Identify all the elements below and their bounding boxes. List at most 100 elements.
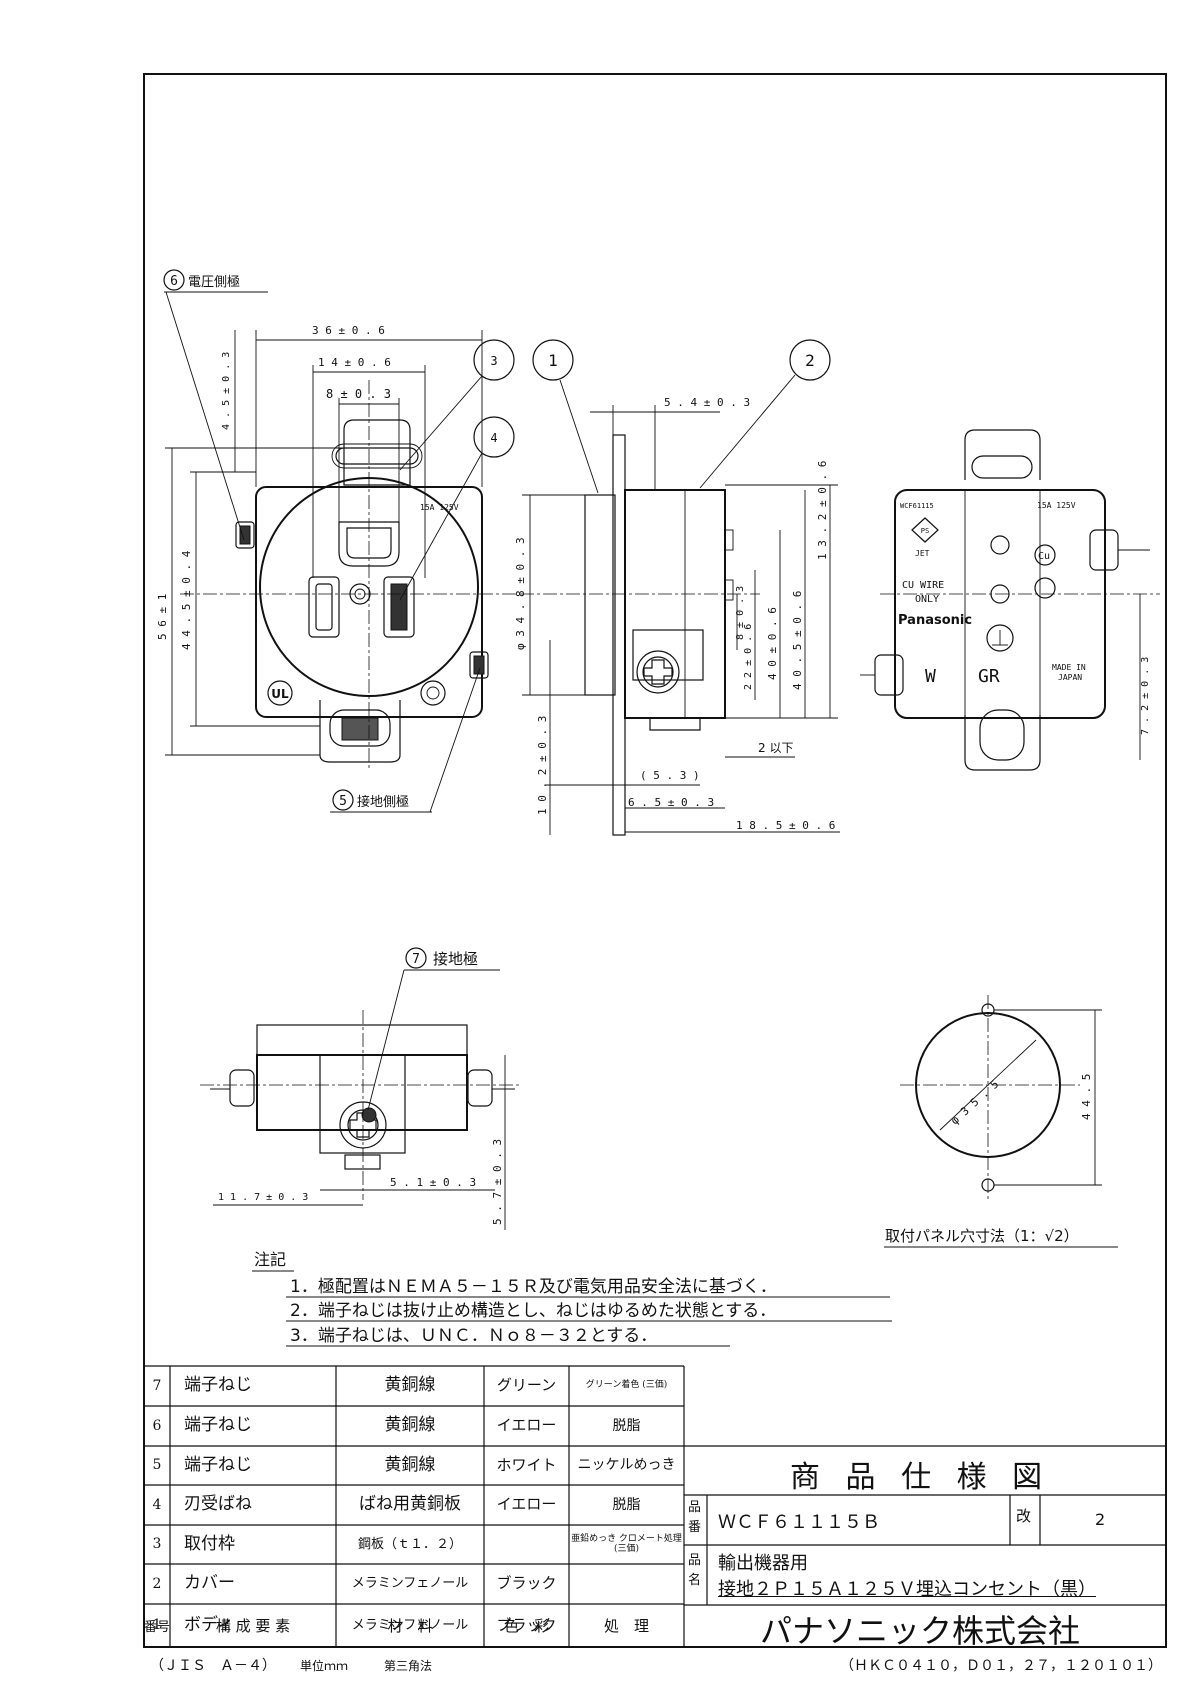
name-line2: 接地２Ｐ１５Ａ１２５Ｖ埋込コンセント（黒） bbox=[718, 1579, 1096, 1600]
gr-mark: GR bbox=[978, 666, 1000, 687]
notes-heading: 注記 bbox=[254, 1250, 286, 1269]
dim-53: ( 5 . 3 ) bbox=[640, 769, 700, 782]
back-view: Cu WCF61115 15A 125V PS JET CU WIRE ONLY… bbox=[860, 429, 1160, 771]
rev-label: 改 bbox=[1016, 1507, 1032, 1525]
callout-1: 1 bbox=[548, 351, 558, 370]
note-1: 1．極配置はＮＥＭＡ５－１５Ｒ及び電気用品安全法に基づく． bbox=[290, 1277, 777, 1297]
parts-header-3: 色 彩 bbox=[503, 1617, 549, 1635]
dim-51: 5 . 1 ± 0 . 3 bbox=[390, 1176, 476, 1189]
parts-table-grid bbox=[144, 1365, 1166, 1647]
parts-cell-color: ブラック bbox=[496, 1574, 557, 1593]
parts-cell-color bbox=[484, 1525, 569, 1564]
part-no-label: 品番 bbox=[688, 1500, 702, 1535]
parts-cell-material: メラミンフェノール bbox=[351, 1576, 469, 1592]
company-name: パナソニック株式会社 bbox=[760, 1612, 1081, 1650]
parts-cell-finish: ニッケルめっき bbox=[577, 1457, 676, 1474]
parts-cell-color: イエロー bbox=[496, 1416, 557, 1435]
parts-cell-color: イエロー bbox=[496, 1495, 557, 1514]
parts-cell-no: 6 bbox=[152, 1417, 162, 1434]
callout-7-label: 接地極 bbox=[433, 950, 478, 968]
footer-unit: 単位ｍｍ bbox=[300, 1659, 349, 1673]
side-view: 5 . 4 ± 0 . 3 φ 3 4 . 8 ± 0 . 3 1 3 . 2 … bbox=[514, 339, 840, 836]
dim-40: 4 0 ± 0 . 6 bbox=[766, 607, 779, 680]
parts-cell-part: カバー bbox=[184, 1573, 235, 1594]
name-label: 品名 bbox=[688, 1553, 702, 1588]
parts-header-1: 構 成 要 素 bbox=[215, 1617, 291, 1635]
dim-72: 7 . 2 ± 0 . 3 bbox=[1140, 657, 1151, 735]
parts-cell-material: 鋼板（ｔ１．２） bbox=[357, 1536, 462, 1552]
back-rating: 15A 125V bbox=[1037, 501, 1076, 510]
dim-65: 6 . 5 ± 0 . 3 bbox=[628, 796, 714, 809]
footer-right: （ＨＫＣ０４１０，Ｄ０１，２７，１２０１０１） bbox=[840, 1658, 1162, 1674]
parts-cell-color: グリーン bbox=[496, 1376, 557, 1395]
parts-cell-no: 4 bbox=[152, 1496, 162, 1513]
dim-8: 8 ± 0 . 3 bbox=[326, 387, 391, 401]
back-model-small: WCF61115 bbox=[900, 502, 934, 510]
ul-mark: UL bbox=[271, 687, 289, 701]
parts-cell-material: 黄銅線 bbox=[384, 1454, 436, 1475]
parts-cell-finish: 脱脂 bbox=[612, 1417, 641, 1434]
dim-57: 5 . 7 ± 0 . 3 bbox=[491, 1139, 504, 1225]
parts-header-0: 番号 bbox=[144, 1620, 171, 1635]
cu-wire-text: CU WIRE bbox=[902, 580, 944, 591]
parts-cell-part: 取付枠 bbox=[184, 1533, 235, 1554]
dim-36: 3 6 ± 0 . 6 bbox=[312, 324, 385, 337]
parts-cell-material: メラミンフェノール bbox=[351, 1617, 469, 1633]
jet-mark: JET bbox=[915, 549, 930, 558]
footer-method: 第三角法 bbox=[384, 1659, 433, 1673]
dim-56: 5 6 ± 1 bbox=[156, 594, 169, 640]
japan-text: JAPAN bbox=[1058, 673, 1082, 682]
sheet-border bbox=[143, 73, 1167, 1648]
dim-8b: 8 ± 0 . 3 bbox=[735, 586, 746, 640]
parts-cell-finish: 脱脂 bbox=[612, 1496, 641, 1513]
parts-cell-part: 端子ねじ bbox=[184, 1375, 252, 1396]
callout-5-num: 5 bbox=[339, 794, 347, 809]
bottom-view: 1 1 . 7 ± 0 . 3 5 . 1 ± 0 . 3 5 . 7 ± 0 … bbox=[200, 947, 520, 1230]
parts-cell-material: 黄銅線 bbox=[384, 1375, 436, 1396]
dim-185: 1 8 . 5 ± 0 . 6 bbox=[736, 819, 835, 832]
cu-mark: Cu bbox=[1038, 551, 1050, 562]
dim-445b: 4 4 . 5 bbox=[1080, 1074, 1093, 1120]
parts-header-4: 処 理 bbox=[603, 1617, 649, 1635]
parts-cell-no: 3 bbox=[152, 1536, 162, 1553]
parts-cell-material: 黄銅線 bbox=[384, 1415, 436, 1436]
callout-6-label: 電圧側極 bbox=[188, 274, 240, 290]
made-in-text: MADE IN bbox=[1052, 663, 1086, 672]
notes: 注記 1．極配置はＮＥＭＡ５－１５Ｒ及び電気用品安全法に基づく． 2．端子ねじは… bbox=[252, 1250, 892, 1347]
dim-54: 5 . 4 ± 0 . 3 bbox=[664, 396, 750, 409]
only-text: ONLY bbox=[915, 594, 939, 605]
panel-hole-view: φ 3 5 . 5 4 4 . 5 取付パネル穴寸法（1：√2） bbox=[884, 995, 1118, 1248]
dim-phi348: φ 3 4 . 8 ± 0 . 3 bbox=[514, 537, 527, 650]
parts-cell-finish: グリーン着色 (三価) bbox=[585, 1380, 668, 1391]
parts-cell-no: 7 bbox=[152, 1377, 162, 1394]
parts-cell-part: ボディ bbox=[184, 1614, 234, 1635]
panel-caption: 取付パネル穴寸法（1：√2） bbox=[885, 1227, 1079, 1245]
callout-2: 2 bbox=[805, 351, 815, 370]
parts-cell-material: ばね用黄銅板 bbox=[359, 1494, 461, 1515]
footer-left: （ＪＩＳ Ａ－４） bbox=[150, 1658, 276, 1674]
dim-445: 4 4 . 5 ± 0 . 4 bbox=[180, 550, 193, 650]
dim-14: 1 4 ± 0 . 6 bbox=[318, 356, 391, 369]
dim-45: 4 . 5 ± 0 . 3 bbox=[221, 352, 232, 430]
parts-cell-part: 端子ねじ bbox=[184, 1415, 252, 1436]
parts-cell-finish bbox=[569, 1564, 684, 1604]
title-text: 商 品 仕 様 図 bbox=[790, 1460, 1051, 1495]
brand-text: Panasonic bbox=[898, 613, 972, 628]
front-rating: 15A 125V bbox=[420, 503, 459, 512]
dim-2: 2 以下 bbox=[758, 741, 793, 755]
callout-7-num: 7 bbox=[412, 952, 420, 967]
part-no: ＷＣＦ６１１１５Ｂ bbox=[718, 1512, 880, 1533]
callout-5-label: 接地側極 bbox=[357, 794, 409, 810]
parts-cell-part: 刃受ばね bbox=[184, 1494, 252, 1515]
note-2: 2．端子ねじは抜け止め構造とし、ねじはゆるめた状態とする． bbox=[290, 1301, 776, 1321]
dim-102: 1 0 . 2 ± 0 . 3 bbox=[536, 716, 549, 815]
parts-cell-color: ホワイト bbox=[496, 1455, 557, 1474]
callout-3: 3 bbox=[490, 354, 497, 368]
callout-4: 4 bbox=[490, 431, 497, 445]
dim-117: 1 1 . 7 ± 0 . 3 bbox=[218, 1192, 308, 1203]
name-line1: 輸出機器用 bbox=[718, 1553, 808, 1574]
rev-value: 2 bbox=[1095, 1510, 1106, 1529]
parts-cell-color: ブラック bbox=[496, 1615, 557, 1634]
callout-6-num: 6 bbox=[170, 274, 178, 289]
